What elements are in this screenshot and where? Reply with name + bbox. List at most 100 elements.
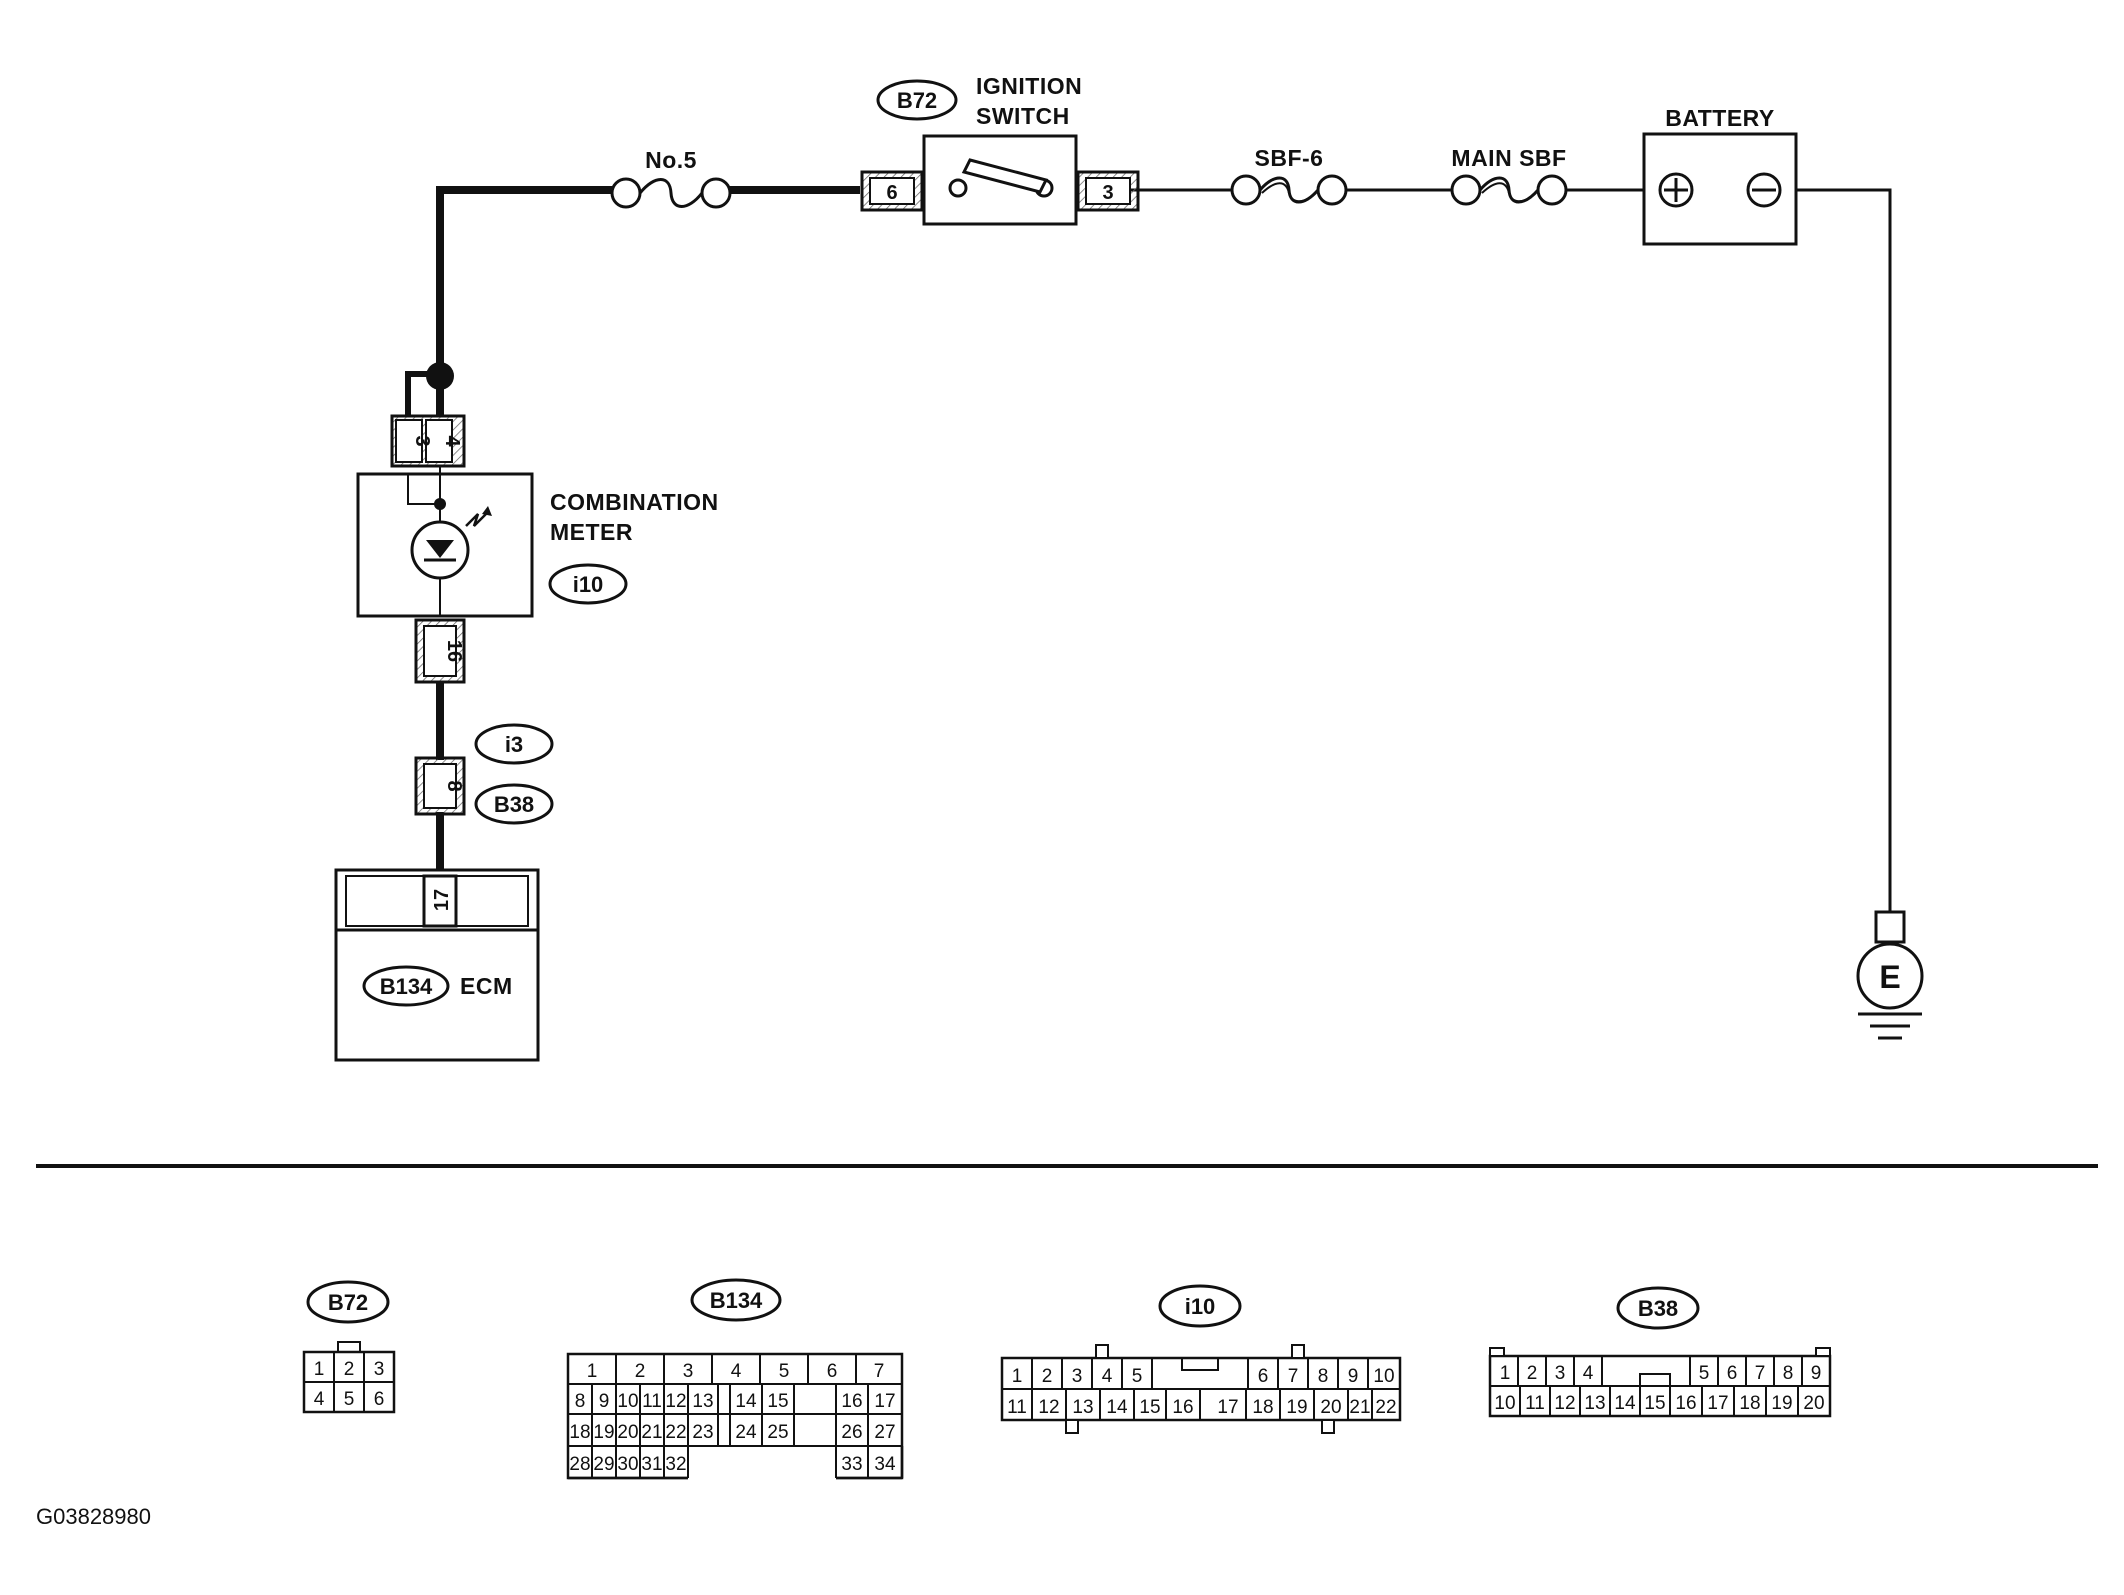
pinout-cell: 24 (735, 1422, 757, 1443)
pinout-cell: 1 (1500, 1363, 1511, 1384)
pinout-cell: 33 (841, 1454, 862, 1475)
pinout-cell: 10 (1373, 1366, 1394, 1387)
pinout-cell: 21 (1349, 1397, 1370, 1418)
fuse-no5-label: No.5 (645, 147, 697, 173)
fuse-main-sbf-label: MAIN SBF (1451, 145, 1566, 171)
pinout-cell: 19 (1286, 1397, 1307, 1418)
meter-bottom-connector: 16 (414, 618, 466, 684)
pinout-cell: 16 (1172, 1397, 1193, 1418)
combination-meter-label-2: METER (550, 519, 633, 545)
pinout-cell: 12 (1038, 1397, 1059, 1418)
figure-code: G03828980 (36, 1504, 151, 1529)
pinout-cell: 28 (569, 1454, 590, 1475)
ecm-connector-oval (362, 965, 450, 1007)
pinout-cell: 2 (1042, 1366, 1053, 1387)
pinout-cell: 9 (1348, 1366, 1359, 1387)
pinout-cell: 7 (1288, 1366, 1299, 1387)
plus-icon (1658, 172, 1694, 208)
pinout-cell: 29 (593, 1454, 614, 1475)
pinout-cell: 2 (635, 1361, 646, 1382)
pinout-cell: 22 (1375, 1397, 1396, 1418)
pinout-cell: 1 (587, 1361, 598, 1382)
pinout-cell: 32 (665, 1454, 686, 1475)
pinout-cell: 20 (617, 1422, 638, 1443)
ignition-switch-label-1: IGNITION (976, 73, 1082, 99)
junction-upper-oval (474, 723, 554, 765)
junction-dot (426, 362, 454, 390)
pinout-cell: 2 (344, 1359, 355, 1380)
meter-pin-3: 3 (411, 435, 433, 446)
ecm-connector-id: B134 (380, 974, 433, 999)
pinout-cell: 1 (314, 1359, 325, 1380)
pinout-cell: 5 (1699, 1363, 1710, 1384)
pinout-cell: 5 (779, 1361, 790, 1382)
pinout-cell: 18 (1252, 1397, 1273, 1418)
pinout-section: B72 1 2 3 4 5 6 B134 1 2 (302, 1278, 1832, 1480)
pinout-cell: 17 (1707, 1393, 1728, 1414)
fuse-main-sbf: MAIN SBF (1450, 145, 1568, 206)
pinout-cell: 6 (374, 1389, 385, 1410)
combination-meter-label-1: COMBINATION (550, 489, 719, 515)
wire-battery-to-ground (1796, 188, 1892, 912)
pinout-cell: 6 (1727, 1363, 1738, 1384)
meter-connector-oval (548, 563, 628, 605)
pinout-cell: 25 (767, 1422, 788, 1443)
junction-lower-id: B38 (494, 792, 534, 817)
pinout-cell: 12 (1554, 1393, 1575, 1414)
ground: E (1856, 910, 1924, 1040)
meter-top-connector: 3 4 (390, 414, 466, 468)
pinout-cell: 9 (599, 1391, 610, 1412)
meter-pin-4: 4 (441, 435, 463, 447)
pinout-cell: 11 (1007, 1397, 1027, 1418)
pinout-cell: 19 (593, 1422, 614, 1443)
pinout-cell: 11 (642, 1391, 662, 1412)
ground-icon (1856, 942, 1924, 1010)
pinout-cell: 4 (314, 1389, 325, 1410)
pinout-i10-id: i10 (1185, 1294, 1216, 1319)
pinout-b134-id: B134 (710, 1288, 763, 1313)
pinout-cell: 7 (1755, 1363, 1766, 1384)
pinout-cell: 30 (617, 1454, 638, 1475)
ecm-label: ECM (460, 973, 513, 999)
pinout-cell: 21 (641, 1422, 662, 1443)
pinout-cell: 15 (1139, 1397, 1160, 1418)
ignition-connector-id: B72 (897, 88, 937, 113)
junction-upper-id: i3 (505, 732, 523, 757)
pinout-cell: 15 (1644, 1393, 1665, 1414)
pinout-cell: 34 (874, 1454, 896, 1475)
pinout-cell: 11 (1525, 1393, 1545, 1414)
pinout-cell: 2 (1527, 1363, 1538, 1384)
pinout-cell: 31 (641, 1454, 662, 1475)
pinout-cell: 4 (1102, 1366, 1113, 1387)
minus-icon (1746, 172, 1782, 208)
ignition-pin-3-connector: 3 (1076, 170, 1140, 212)
fuse-sbf6-label: SBF-6 (1255, 145, 1324, 171)
ground-label: E (1879, 959, 1900, 995)
combination-meter: 3 4 16 COMBINATION METER i10 (356, 414, 719, 684)
pinout-cell: 18 (569, 1422, 590, 1443)
pinout-cell: 9 (1811, 1363, 1822, 1384)
pinout-cell: 18 (1739, 1393, 1760, 1414)
pinout-cell: 10 (617, 1391, 638, 1412)
pinout-cell: 17 (874, 1391, 895, 1412)
pinout-cell: 12 (665, 1391, 686, 1412)
pinout-cell: 3 (1555, 1363, 1566, 1384)
pinout-cell: 16 (841, 1391, 862, 1412)
pinout-cell: 16 (1675, 1393, 1696, 1414)
junction-lower-oval (474, 783, 554, 825)
pinout-b134: B134 1 2 3 4 5 6 7 (566, 1278, 904, 1480)
pinout-cell: 14 (1106, 1397, 1128, 1418)
pinout-cell: 13 (1072, 1397, 1093, 1418)
pinout-cell: 10 (1494, 1393, 1515, 1414)
pinout-cell: 8 (575, 1391, 586, 1412)
pinout-cell: 7 (874, 1361, 885, 1382)
pinout-cell: 26 (841, 1422, 862, 1443)
pinout-cell: 5 (344, 1389, 355, 1410)
pinout-cell: 22 (665, 1422, 686, 1443)
battery-label: BATTERY (1665, 105, 1775, 131)
ignition-connector-oval (876, 79, 958, 121)
wire-meter-to-fuse-no5 (436, 186, 620, 378)
pinout-cell: 6 (1258, 1366, 1269, 1387)
pinout-cell: 19 (1771, 1393, 1792, 1414)
